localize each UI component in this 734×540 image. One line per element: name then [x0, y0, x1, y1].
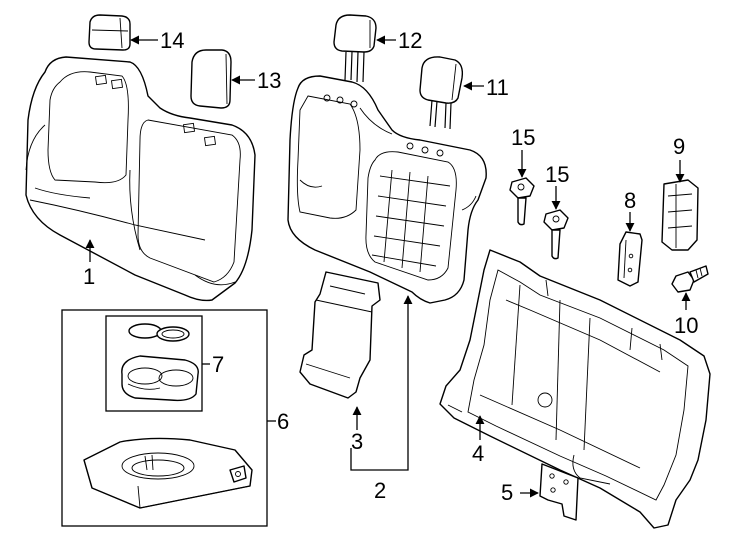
part-1-seat-back-cushion: [25, 56, 256, 302]
callout-3: 3: [351, 429, 363, 454]
part-15-bolt-a: [509, 177, 535, 226]
callout-14: 14: [160, 28, 184, 53]
callout-10: 10: [674, 313, 698, 338]
part-2-seat-back-frame: [287, 75, 487, 304]
part-15-bolt-b: [543, 209, 569, 260]
part-7-cup-holder: [121, 323, 199, 402]
callout-7: 7: [212, 352, 224, 377]
callout-12: 12: [398, 28, 422, 53]
part-14-headrest-small: [88, 14, 131, 51]
leader-lines: [85, 35, 691, 498]
leader-2: [350, 295, 413, 471]
part-6-armrest: [83, 437, 253, 509]
callout-13: 13: [257, 68, 281, 93]
callout-15a: 15: [511, 125, 535, 150]
part-8-bracket: [617, 231, 643, 287]
callout-labels: 14 13 12 11 1 15 15 8 9 10 3 2 4 5 7 6: [83, 28, 698, 505]
callout-11: 11: [486, 75, 509, 100]
callout-15b: 15: [545, 162, 569, 187]
callout-4: 4: [472, 441, 484, 466]
callout-5: 5: [501, 480, 513, 505]
callout-1: 1: [83, 264, 95, 289]
part-12-headrest: [333, 14, 377, 83]
callout-9: 9: [673, 134, 685, 159]
part-9-latch-housing: [661, 179, 699, 251]
callout-8: 8: [624, 188, 636, 213]
part-10-bolt: [671, 265, 709, 293]
part-4-frame: [439, 249, 711, 529]
part-13-headrest-pad: [190, 49, 232, 109]
part-5-bracket-plate: [539, 463, 579, 521]
callout-6: 6: [277, 409, 289, 434]
part-3-back-panel-pad: [299, 271, 381, 399]
part-11-headrest: [419, 56, 464, 130]
callout-2: 2: [374, 478, 386, 503]
